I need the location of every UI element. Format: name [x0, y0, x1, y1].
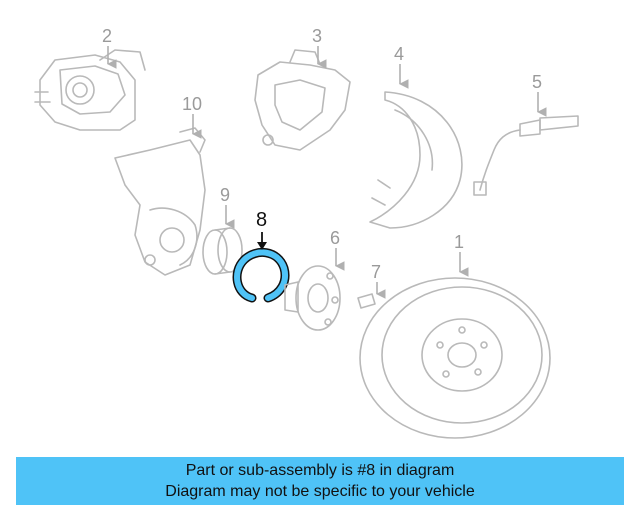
callout-2[interactable]: 2 [102, 26, 112, 46]
callout-5[interactable]: 5 [532, 72, 542, 92]
part-1-brake-rotor[interactable] [359, 277, 551, 439]
banner-line-1: Part or sub-assembly is #8 in diagram [185, 462, 455, 479]
part-3-caliper-bracket[interactable] [254, 49, 351, 151]
callout-9[interactable]: 9 [220, 185, 230, 205]
callout-10[interactable]: 10 [182, 94, 202, 114]
part-10-steering-knuckle[interactable] [114, 127, 206, 276]
callout-8[interactable]: 8 [256, 209, 267, 231]
callout-7[interactable]: 7 [371, 262, 381, 282]
parts-diagram: 2 3 4 5 10 9 [34, 26, 579, 439]
part-6-wheel-hub[interactable] [284, 265, 341, 331]
callout-6[interactable]: 6 [330, 228, 340, 248]
info-banner: Part or sub-assembly is #8 in diagram Di… [16, 457, 624, 505]
part-4-splash-shield[interactable] [369, 91, 463, 229]
callout-3[interactable]: 3 [312, 26, 322, 46]
banner-line-2: Diagram may not be specific to your vehi… [165, 483, 475, 500]
callout-4[interactable]: 4 [394, 44, 404, 64]
part-5-abs-sensor[interactable] [473, 115, 579, 196]
part-2-brake-caliper[interactable] [34, 49, 146, 131]
part-7-wheel-stud[interactable] [357, 293, 376, 309]
callout-1[interactable]: 1 [454, 232, 464, 252]
leader-8-arrowhead [257, 242, 267, 250]
part-8-snap-ring[interactable] [232, 248, 290, 303]
